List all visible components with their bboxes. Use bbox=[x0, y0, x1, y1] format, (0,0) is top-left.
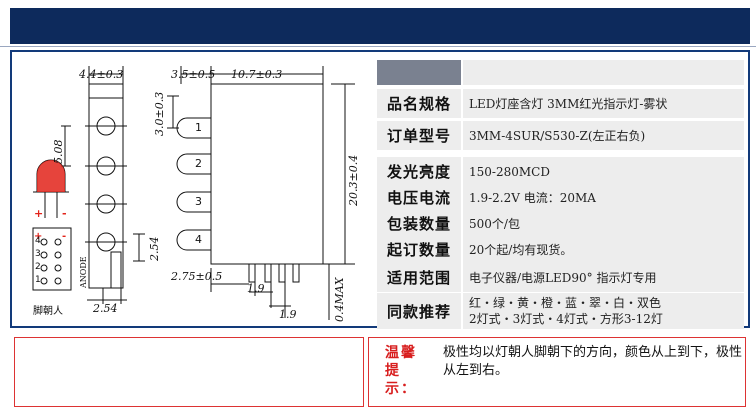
spec-row: 电压电流 1.9-2.2V 电流：20MA bbox=[377, 183, 744, 212]
spec-key: 起订数量 bbox=[377, 235, 463, 264]
dim-bulb: 3.5±0.5 bbox=[171, 68, 216, 81]
plus-sign: + bbox=[34, 207, 44, 220]
spec-key: 发光亮度 bbox=[377, 157, 463, 186]
spec-value: 20个起/均有现货。 bbox=[463, 235, 744, 264]
note-box-right bbox=[368, 337, 746, 407]
pin-2-label: 2 bbox=[195, 157, 202, 170]
spec-value-line-1: 红・绿・黄・橙・蓝・翠・白・双色 bbox=[469, 296, 662, 310]
spec-row: 品名规格 LED灯座含灯 3MM红光指示灯-雾状 bbox=[377, 89, 744, 118]
dim-pitch: 5.08 bbox=[52, 139, 65, 165]
spec-row: 订单型号 3MM-4SUR/S530-Z(左正右负) bbox=[377, 121, 744, 150]
note-title: 温馨提示： bbox=[385, 345, 417, 397]
spec-value: 500个/包 bbox=[463, 209, 744, 238]
dim-pin-gap-2: 1.9 bbox=[279, 308, 297, 321]
dim-thickness: 0.4MAX bbox=[333, 277, 346, 322]
technical-drawing: 4.4±0.3 3.5±0.5 10.7±0.3 5.08 3.0±0.3 20… bbox=[15, 56, 370, 324]
pin-4-label: 4 bbox=[195, 233, 202, 246]
spec-row: 适用范围 电子仪器/电源LED90° 指示灯专用 bbox=[377, 263, 744, 292]
dim-depth: 10.7±0.3 bbox=[231, 68, 283, 81]
spec-value: 电子仪器/电源LED90° 指示灯专用 bbox=[463, 263, 744, 292]
spec-key: 包装数量 bbox=[377, 209, 463, 238]
dim-pin-start: 2.75±0.5 bbox=[171, 270, 223, 283]
drawing-lines bbox=[32, 66, 355, 320]
spec-table: 品名规格 LED灯座含灯 3MM红光指示灯-雾状 订单型号 3MM-4SUR/S… bbox=[377, 60, 744, 329]
dim-pin-pitch: 2.54 bbox=[148, 236, 161, 262]
spec-row: 发光亮度 150-280MCD bbox=[377, 157, 744, 186]
dim-pin-gap-1: 1.9 bbox=[247, 282, 265, 295]
spec-row: 同款推荐 红・绿・黄・橙・蓝・翠・白・双色 2灯式・3灯式・4灯式・方形3-12… bbox=[377, 293, 744, 329]
pin-1-label: 1 bbox=[195, 121, 202, 134]
spec-value: 3MM-4SUR/S530-Z(左正右负) bbox=[463, 121, 744, 150]
anode-label: ANODE bbox=[79, 256, 88, 288]
divider bbox=[0, 46, 756, 47]
dim-height: 20.3±0.4 bbox=[347, 154, 360, 206]
dim-offset: 3.0±0.3 bbox=[153, 91, 166, 136]
grid-num-4: 4 bbox=[35, 236, 41, 246]
dim-width: 4.4±0.3 bbox=[79, 68, 124, 81]
note-box-left bbox=[14, 337, 364, 407]
grid-minus-sign: - bbox=[62, 231, 67, 242]
spec-row: 起订数量 20个起/均有现货。 bbox=[377, 235, 744, 264]
note-text: 极性均以灯朝人脚朝下的方向，颜色从上到下，极性从左到右。 bbox=[443, 345, 743, 378]
spec-key: 同款推荐 bbox=[377, 293, 463, 329]
spec-value: 1.9-2.2V 电流：20MA bbox=[463, 183, 744, 212]
dim-front-pin: 2.54 bbox=[93, 302, 118, 315]
spec-value: 红・绿・黄・橙・蓝・翠・白・双色 2灯式・3灯式・4灯式・方形3-12灯 bbox=[463, 293, 744, 329]
pin-3-label: 3 bbox=[195, 195, 202, 208]
grid-num-3: 3 bbox=[35, 249, 41, 259]
top-banner bbox=[10, 8, 750, 44]
grid-num-2: 2 bbox=[35, 262, 41, 272]
spec-key: 品名规格 bbox=[377, 89, 463, 118]
spec-key: 电压电流 bbox=[377, 183, 463, 212]
header-value-cell bbox=[463, 60, 744, 85]
header-key-cell bbox=[377, 60, 461, 85]
spec-value: 150-280MCD bbox=[463, 157, 744, 186]
spec-table-header bbox=[377, 60, 744, 85]
spec-key: 订单型号 bbox=[377, 121, 463, 150]
spec-value: LED灯座含灯 3MM红光指示灯-雾状 bbox=[463, 89, 744, 118]
spec-row: 包装数量 500个/包 bbox=[377, 209, 744, 238]
foot-direction-label: 脚朝人 bbox=[33, 306, 63, 317]
spec-key: 适用范围 bbox=[377, 263, 463, 292]
minus-sign: - bbox=[62, 207, 67, 220]
grid-plus-sign: + bbox=[34, 231, 43, 242]
spec-value-line-2: 2灯式・3灯式・4灯式・方形3-12灯 bbox=[469, 312, 663, 326]
grid-num-1: 1 bbox=[35, 275, 41, 285]
